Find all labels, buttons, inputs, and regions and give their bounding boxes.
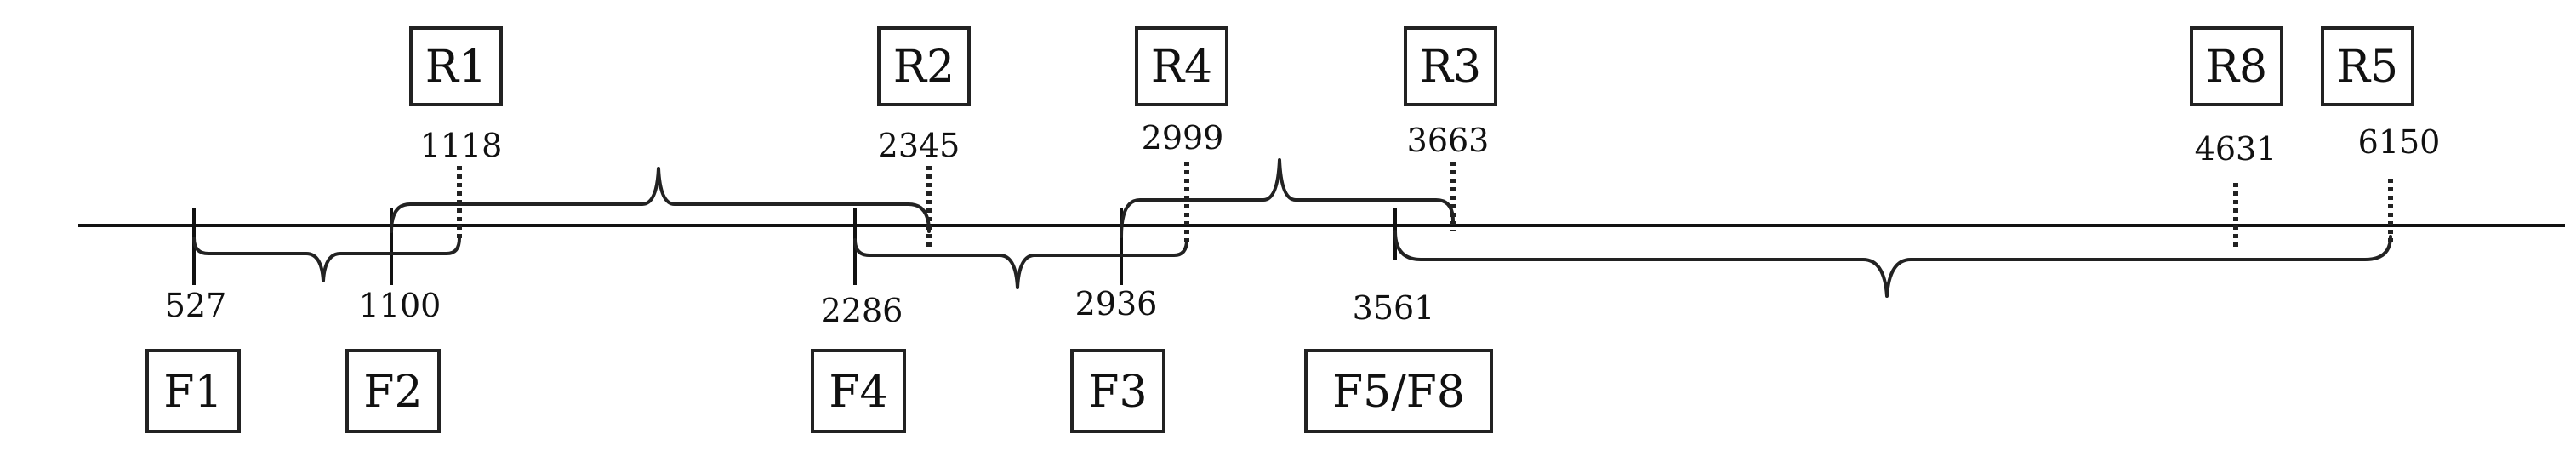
reverse-label-r5: R5 [2337, 42, 2398, 93]
forward-label-f4: F4 [829, 367, 887, 418]
forward-position-f2: 1100 [359, 287, 442, 324]
amplicon-brace-f5-r5 [1393, 230, 2392, 298]
reverse-position-r2: 2345 [878, 127, 960, 164]
amplicon-brace-f4-r4 [853, 238, 1188, 289]
forward-position-f3: 2936 [1075, 285, 1158, 322]
amplicon-brace-f3-r3 [1120, 158, 1455, 238]
forward-box-f2: F2 [345, 349, 441, 433]
reverse-box-r5: R5 [2321, 26, 2414, 106]
reverse-box-r1: R1 [409, 26, 503, 106]
forward-position-f4: 2286 [821, 292, 903, 329]
reverse-position-r5: 6150 [2358, 123, 2441, 161]
reverse-label-r1: R1 [425, 42, 487, 93]
reverse-position-r3: 3663 [1407, 122, 1490, 159]
amplicon-brace-f1-r1 [192, 237, 461, 282]
reverse-label-r4: R4 [1151, 42, 1212, 93]
reverse-position-r4: 2999 [1142, 119, 1224, 157]
reverse-box-r8: R8 [2190, 26, 2283, 106]
forward-label-f5-f8: F5/F8 [1332, 367, 1465, 418]
forward-position-f5-f8: 3561 [1353, 289, 1435, 327]
forward-position-f1: 527 [165, 287, 227, 324]
reverse-box-r2: R2 [877, 26, 971, 106]
forward-box-f5-f8: F5/F8 [1304, 349, 1493, 433]
forward-label-f1: F1 [163, 367, 222, 418]
forward-label-f3: F3 [1088, 367, 1147, 418]
reverse-label-r2: R2 [893, 42, 955, 93]
forward-box-f3: F3 [1070, 349, 1165, 433]
forward-label-f2: F2 [363, 367, 422, 418]
amplicon-brace-f2-r2 [390, 167, 931, 233]
forward-box-f4: F4 [811, 349, 906, 433]
reverse-position-r8: 4631 [2195, 130, 2277, 168]
reverse-label-r8: R8 [2206, 42, 2267, 93]
forward-box-f1: F1 [145, 349, 241, 433]
reverse-label-r3: R3 [1420, 42, 1481, 93]
reverse-box-r4: R4 [1135, 26, 1228, 106]
reverse-position-r1: 1118 [420, 127, 503, 164]
reverse-box-r3: R3 [1404, 26, 1497, 106]
